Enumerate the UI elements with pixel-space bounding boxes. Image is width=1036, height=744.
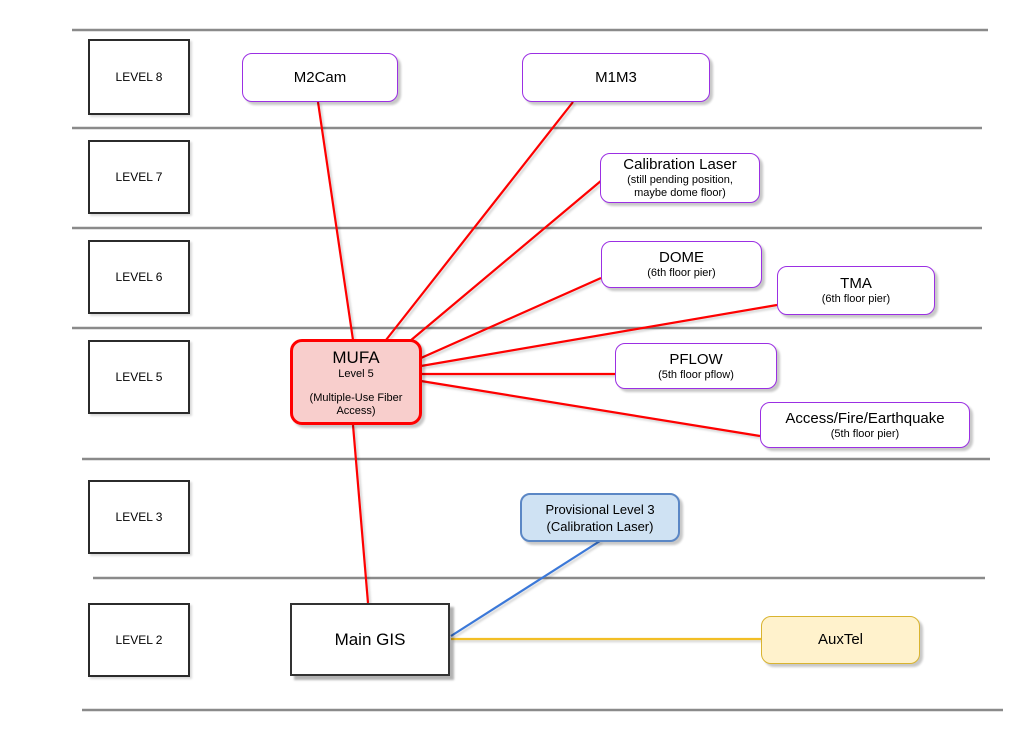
edge-mufa-m2cam bbox=[316, 101, 355, 341]
node-subtitle-line: (Multiple-Use Fiber Access) bbox=[309, 391, 403, 417]
level-box-level-8[interactable]: LEVEL 8 bbox=[88, 39, 190, 115]
node-subtitle-line: (5th floor pflow) bbox=[658, 368, 734, 381]
edge-provisional-level-3-main-gis bbox=[450, 540, 601, 637]
edge-mufa-tma bbox=[420, 303, 778, 368]
node-title: AuxTel bbox=[817, 631, 864, 648]
node-title: MUFA bbox=[332, 347, 380, 367]
node-title: Main GIS bbox=[334, 629, 406, 649]
node-title: DOME bbox=[659, 249, 704, 266]
node-title: TMA bbox=[840, 275, 872, 292]
node-m1m3[interactable]: M1M3 bbox=[522, 53, 710, 102]
level-box-label: LEVEL 7 bbox=[115, 170, 163, 184]
node-title: Calibration Laser bbox=[623, 156, 737, 173]
level-box-label: LEVEL 8 bbox=[115, 70, 163, 84]
level-box-level-5[interactable]: LEVEL 5 bbox=[88, 340, 190, 414]
edge-mufa-main-gis bbox=[351, 424, 370, 604]
node-title: Provisional Level 3 bbox=[545, 501, 655, 517]
node-subtitle-line: (6th floor pier) bbox=[647, 267, 716, 279]
node-dome[interactable]: DOME(6th floor pier) bbox=[601, 241, 762, 288]
node-subtitle-line: Level 5 bbox=[338, 367, 374, 380]
node-subtitle-line: maybe dome floor) bbox=[634, 187, 726, 199]
level-box-label: LEVEL 5 bbox=[115, 370, 163, 384]
level-box-level-6[interactable]: LEVEL 6 bbox=[88, 240, 190, 314]
node-title: M1M3 bbox=[595, 68, 637, 86]
node-calibration-laser[interactable]: Calibration Laser(still pending position… bbox=[600, 153, 760, 203]
level-box-level-3[interactable]: LEVEL 3 bbox=[88, 480, 190, 554]
edge-mufa-dome bbox=[420, 276, 602, 360]
node-subtitle-line: (Calibration Laser) bbox=[546, 518, 654, 534]
node-access-fire-earthquake[interactable]: Access/Fire/Earthquake(5th floor pier) bbox=[760, 402, 970, 448]
level-box-level-7[interactable]: LEVEL 7 bbox=[88, 140, 190, 214]
node-subtitle-line: (still pending position, bbox=[627, 174, 733, 186]
node-subtitle-line: (6th floor pier) bbox=[821, 293, 891, 305]
level-box-label: LEVEL 2 bbox=[115, 633, 163, 647]
node-m2cam[interactable]: M2Cam bbox=[242, 53, 398, 102]
edge-mufa-calibration-laser bbox=[409, 179, 603, 342]
level-box-label: LEVEL 3 bbox=[115, 510, 163, 524]
node-tma[interactable]: TMA(6th floor pier) bbox=[777, 266, 935, 315]
edge-mufa-access-fire-earthquake bbox=[420, 379, 761, 438]
node-auxtel[interactable]: AuxTel bbox=[761, 616, 920, 664]
node-title: M2Cam bbox=[293, 68, 347, 86]
edge-mufa-m1m3 bbox=[385, 101, 574, 341]
level-box-level-2[interactable]: LEVEL 2 bbox=[88, 603, 190, 677]
node-subtitle-line: (5th floor pier) bbox=[830, 427, 900, 440]
level-box-label: LEVEL 6 bbox=[115, 270, 163, 284]
node-provisional-level-3[interactable]: Provisional Level 3(Calibration Laser) bbox=[520, 493, 680, 542]
node-pflow[interactable]: PFLOW(5th floor pflow) bbox=[615, 343, 777, 389]
node-main-gis[interactable]: Main GIS bbox=[290, 603, 450, 676]
node-title: Access/Fire/Earthquake bbox=[785, 409, 945, 427]
node-title: PFLOW bbox=[669, 350, 723, 368]
